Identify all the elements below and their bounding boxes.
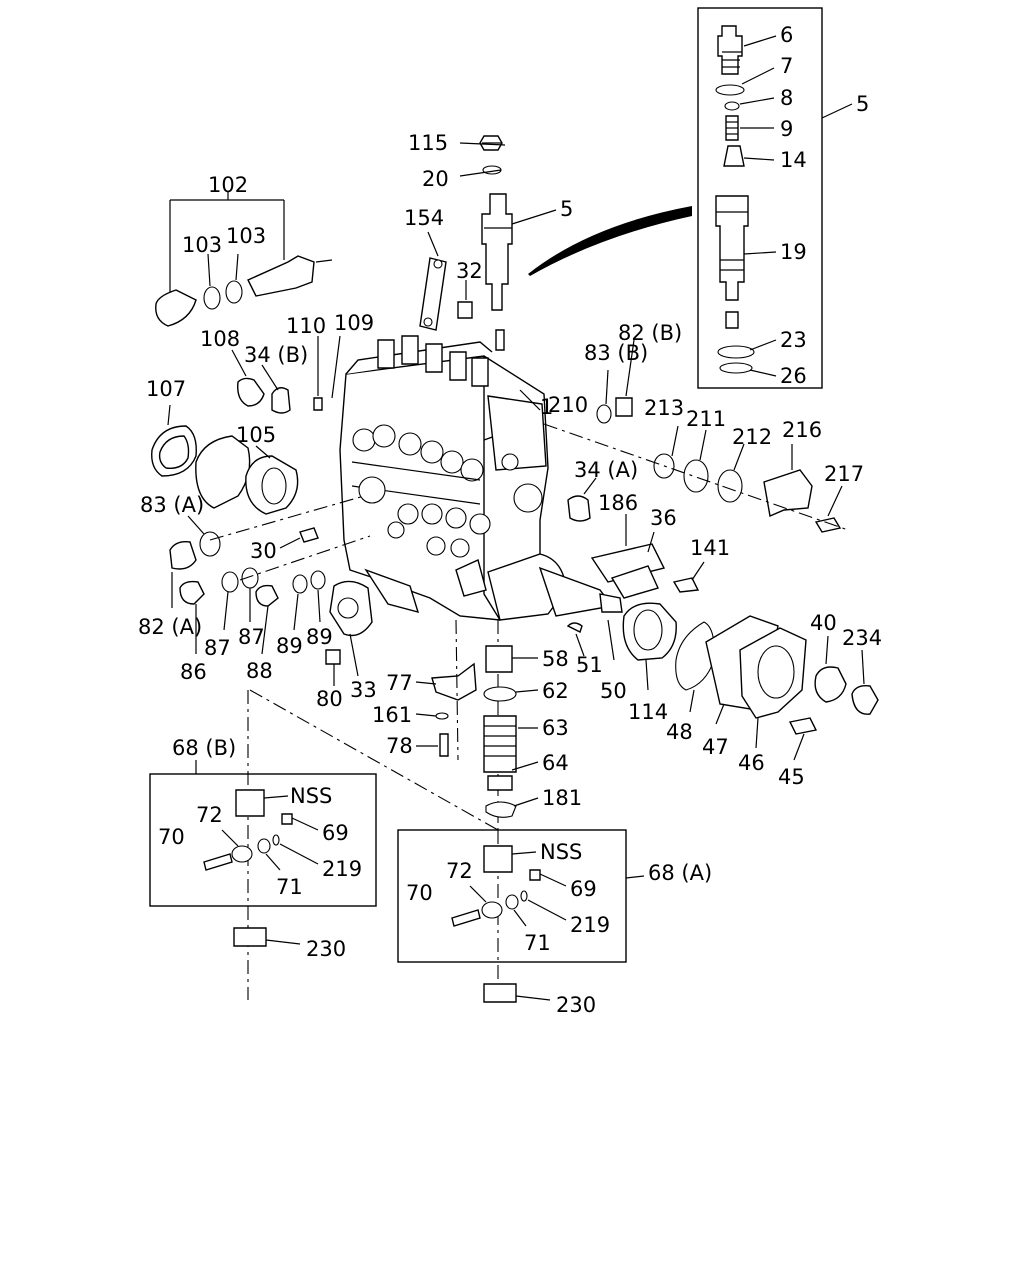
- bracket-154: [419, 231, 473, 331]
- label-103-a: 103: [182, 233, 222, 257]
- label-87-a: 87: [204, 636, 231, 660]
- label-5-main: 5: [560, 197, 573, 221]
- label-46: 46: [738, 751, 765, 775]
- label-181: 181: [542, 786, 582, 810]
- injector-detail-box: [697, 7, 853, 389]
- label-89-a: 89: [276, 634, 303, 658]
- label-5-box: 5: [856, 92, 869, 116]
- tappet-stack: [415, 619, 539, 830]
- label-68a: 68 (A): [648, 861, 712, 885]
- left-upper-parts: [231, 335, 341, 414]
- label-69-a: 69: [570, 877, 597, 901]
- label-102: 102: [208, 173, 248, 197]
- label-109: 109: [334, 311, 374, 335]
- label-219-a: 219: [570, 913, 610, 937]
- label-51: 51: [576, 653, 603, 677]
- label-6: 6: [780, 23, 793, 47]
- label-230-b: 230: [306, 937, 346, 961]
- label-110: 110: [286, 314, 326, 338]
- label-20: 20: [422, 167, 449, 191]
- label-212: 212: [732, 425, 772, 449]
- label-1: 1: [540, 395, 553, 419]
- seal-and-bearing-left: [151, 404, 299, 515]
- label-nss-b: NSS: [290, 784, 332, 808]
- banjo-assembly-102: [155, 192, 333, 327]
- label-78: 78: [386, 734, 413, 758]
- label-213: 213: [644, 396, 684, 420]
- label-89-b: 89: [306, 625, 333, 649]
- label-71-b: 71: [276, 875, 303, 899]
- label-82b: 82 (B): [618, 321, 682, 345]
- label-47: 47: [702, 735, 729, 759]
- label-77: 77: [386, 671, 413, 695]
- kit-box-68b: [149, 689, 499, 1000]
- label-88: 88: [246, 659, 273, 683]
- label-64: 64: [542, 751, 569, 775]
- label-186: 186: [598, 491, 638, 515]
- label-36: 36: [650, 506, 677, 530]
- label-70-a: 70: [406, 881, 433, 905]
- label-105: 105: [236, 423, 276, 447]
- label-69-b: 69: [322, 821, 349, 845]
- label-230-a: 230: [556, 993, 596, 1017]
- drive-end-parts: [566, 602, 879, 761]
- left-lower-parts: [169, 495, 371, 686]
- label-210: 210: [548, 393, 588, 417]
- label-nss-a: NSS: [540, 840, 582, 864]
- label-141: 141: [690, 536, 730, 560]
- label-7: 7: [780, 54, 793, 78]
- label-34b: 34 (B): [244, 343, 308, 367]
- label-80: 80: [316, 687, 343, 711]
- label-217: 217: [824, 462, 864, 486]
- part-labels: 6 7 8 9 14 19 23 26 5 5 115 20 154 32 10…: [138, 23, 882, 1017]
- label-83a: 83 (A): [140, 493, 204, 517]
- label-19: 19: [780, 240, 807, 264]
- label-40: 40: [810, 611, 837, 635]
- label-72-a: 72: [446, 859, 473, 883]
- injection-pump-body: [329, 335, 623, 637]
- label-45: 45: [778, 765, 805, 789]
- label-62: 62: [542, 679, 569, 703]
- label-26: 26: [780, 364, 807, 388]
- label-87-b: 87: [238, 625, 265, 649]
- label-83b: 83 (B): [584, 341, 648, 365]
- label-216: 216: [782, 418, 822, 442]
- label-71-a: 71: [524, 931, 551, 955]
- label-48: 48: [666, 720, 693, 744]
- right-upper-parts: [543, 339, 849, 599]
- label-154: 154: [404, 206, 444, 230]
- label-115: 115: [408, 131, 448, 155]
- label-211: 211: [686, 407, 726, 431]
- label-107: 107: [146, 377, 186, 401]
- detail-callout-arrow: [528, 206, 692, 276]
- label-108: 108: [200, 327, 240, 351]
- label-8: 8: [780, 86, 793, 110]
- delivery-valve-stack: [459, 135, 557, 351]
- kit-box-68a: [397, 829, 645, 1003]
- label-82a: 82 (A): [138, 615, 202, 639]
- label-161: 161: [372, 703, 412, 727]
- label-33: 33: [350, 678, 377, 702]
- label-63: 63: [542, 716, 569, 740]
- label-72-b: 72: [196, 803, 223, 827]
- label-219-b: 219: [322, 857, 362, 881]
- label-50: 50: [600, 679, 627, 703]
- label-103-b: 103: [226, 224, 266, 248]
- label-32: 32: [456, 259, 483, 283]
- label-234: 234: [842, 626, 882, 650]
- label-14: 14: [780, 148, 807, 172]
- label-58: 58: [542, 647, 569, 671]
- label-86: 86: [180, 660, 207, 684]
- label-68b: 68 (B): [172, 736, 236, 760]
- label-23: 23: [780, 328, 807, 352]
- label-70-b: 70: [158, 825, 185, 849]
- label-9: 9: [780, 117, 793, 141]
- label-34a: 34 (A): [574, 458, 638, 482]
- label-30: 30: [250, 539, 277, 563]
- label-114: 114: [628, 700, 668, 724]
